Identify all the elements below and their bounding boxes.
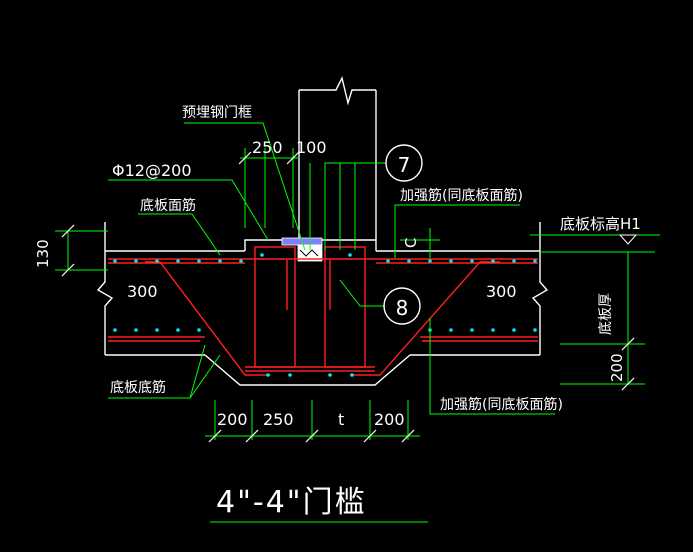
bar-dot [176, 328, 180, 332]
bar-dot [533, 328, 537, 332]
slab-outline [96, 75, 549, 386]
dim-300-left: 300 [127, 282, 158, 301]
section-title: 4"-4"门槛 [216, 485, 367, 520]
bar-dot [449, 328, 453, 332]
bar-dot [386, 259, 390, 263]
reinforce-bottom-label: 加强筋(同底板面筋) [440, 396, 563, 413]
rebar-spec-label: Φ12@200 [112, 161, 192, 180]
bar-dot [491, 328, 495, 332]
bar-dot [113, 328, 117, 332]
dim-250-top: 250 [252, 138, 283, 157]
rebar [108, 246, 538, 376]
bar-dot [218, 259, 222, 263]
bar-dot [155, 328, 159, 332]
bar-dot [155, 259, 159, 263]
dim-100-top: 100 [296, 138, 327, 157]
bar-dot [348, 253, 352, 257]
slab-bottom-bar-label: 底板底筋 [110, 379, 166, 396]
bar-dot [134, 328, 138, 332]
bar-dot [428, 259, 432, 263]
dim-300-right: 300 [486, 282, 517, 301]
labels: 预埋钢门框 Φ12@200 底板面筋 底板底筋 加强筋(同底板面筋) 加强筋(同… [34, 105, 641, 520]
bottom-dim-2: 250 [263, 410, 294, 429]
callout-8: 8 [383, 287, 421, 325]
bar-dot [239, 259, 243, 263]
bar-dot [470, 259, 474, 263]
bar-dot [407, 259, 411, 263]
bar-dot [512, 328, 516, 332]
bar-dot [113, 259, 117, 263]
bar-dot [176, 259, 180, 263]
bar-dots [113, 253, 537, 377]
bar-dot [533, 259, 537, 263]
leader-lines [55, 122, 660, 523]
bar-dot [266, 373, 270, 377]
dim-200-right: 200 [608, 353, 626, 382]
bar-dot [197, 259, 201, 263]
bar-dot [470, 328, 474, 332]
slab-elevation-label: 底板标高H1 [560, 215, 641, 233]
bar-dot [512, 259, 516, 263]
bar-dot [449, 259, 453, 263]
reinforce-top-label: 加强筋(同底板面筋) [400, 187, 523, 204]
callout-8-label: 8 [396, 296, 409, 320]
bar-dot [134, 259, 138, 263]
bottom-dim-4: 200 [374, 410, 405, 429]
elevation-marker [618, 234, 638, 245]
slab-top-bar-label: 底板面筋 [140, 197, 196, 214]
bar-dot [350, 373, 354, 377]
embedded-frame-label: 预埋钢门框 [182, 105, 252, 121]
bottom-dim-1: 200 [217, 410, 248, 429]
dim-c: C [402, 238, 420, 248]
bar-dot [260, 253, 264, 257]
bar-dot [197, 328, 201, 332]
slab-thickness-label: 底板厚 [598, 293, 614, 335]
bar-dot [328, 373, 332, 377]
dim-ticks [61, 151, 635, 443]
bottom-dim-3: t [338, 410, 344, 429]
bar-dot [491, 259, 495, 263]
callout-7-label: 7 [398, 153, 411, 177]
bar-dot [288, 373, 292, 377]
callout-7: 7 [385, 144, 423, 182]
dim-130: 130 [34, 239, 52, 268]
